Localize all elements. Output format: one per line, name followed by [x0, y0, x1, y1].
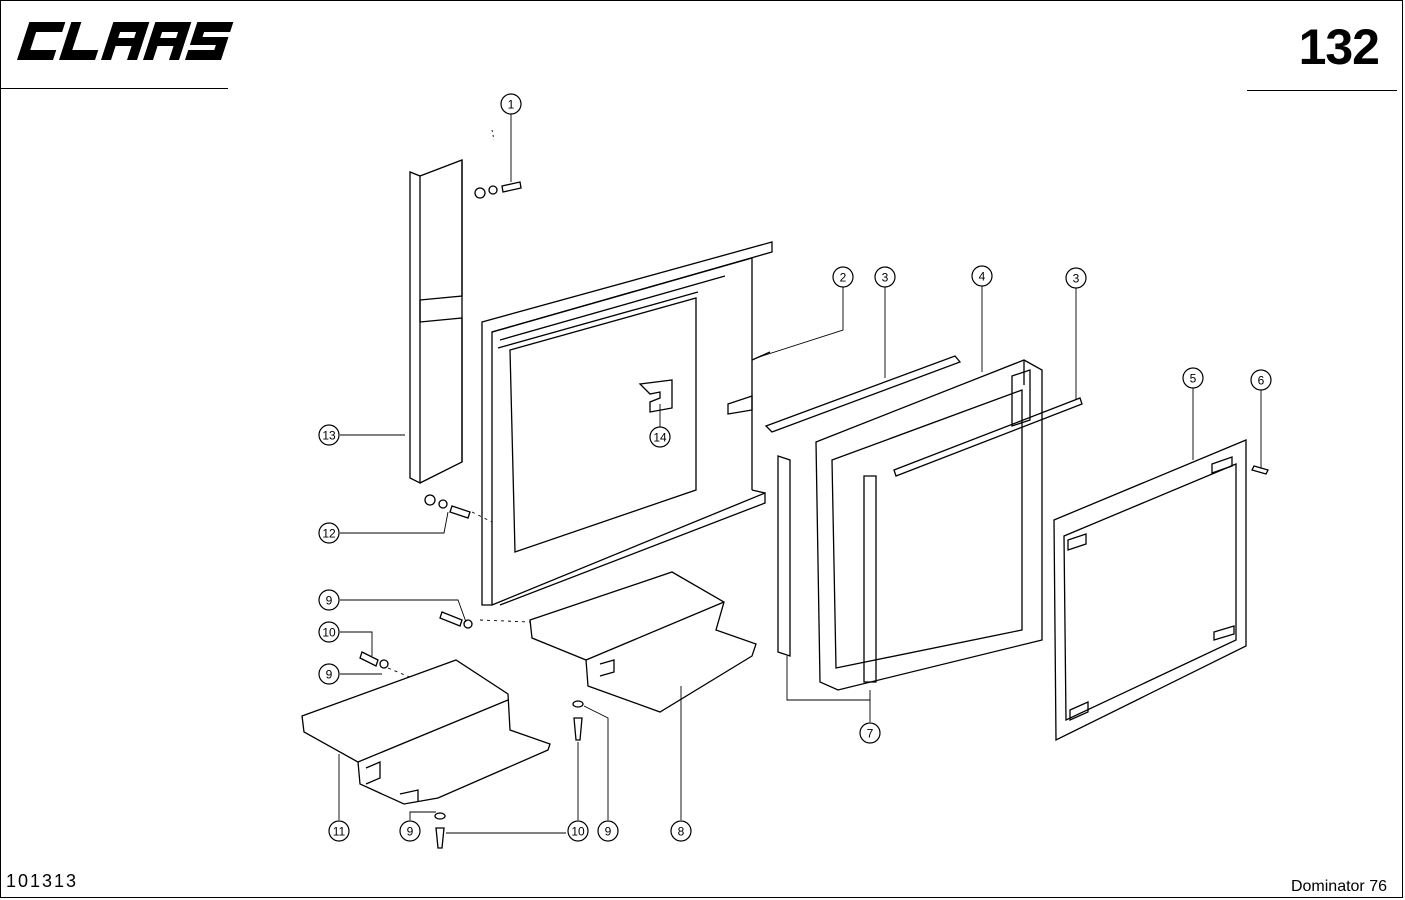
callout-9b: 9 — [318, 663, 340, 685]
callout-10b: 10 — [567, 820, 589, 842]
svg-text:8: 8 — [678, 825, 685, 839]
callout-13: 13 — [318, 424, 340, 446]
callout-9c: 9 — [399, 820, 421, 842]
part-4-frame — [815, 359, 1043, 691]
callout-4: 4 — [971, 265, 993, 287]
callout-2: 2 — [832, 266, 854, 288]
callout-11: 11 — [328, 820, 350, 842]
svg-text:9: 9 — [326, 668, 333, 682]
part-7-strips — [777, 455, 877, 683]
svg-text:13: 13 — [322, 429, 336, 443]
callout-5: 5 — [1182, 367, 1204, 389]
svg-text:10: 10 — [322, 626, 336, 640]
callout-6: 6 — [1250, 369, 1272, 391]
page-number: 132 — [1298, 19, 1380, 75]
part-6-screw — [1251, 465, 1269, 475]
svg-text:4: 4 — [979, 270, 986, 284]
part-5-gasket-frame — [1053, 439, 1247, 742]
document-number: 101313 — [6, 871, 79, 891]
part-3-strip-left — [764, 355, 962, 433]
svg-text:2: 2 — [840, 271, 847, 285]
callout-8: 8 — [670, 820, 692, 842]
callout-9a: 9 — [318, 589, 340, 611]
callout-3b: 3 — [1065, 267, 1087, 289]
part-11-floor-plate — [301, 659, 551, 805]
svg-text:12: 12 — [322, 527, 336, 541]
header-rule-left — [0, 88, 228, 89]
svg-text:14: 14 — [653, 431, 667, 445]
claas-logo-mark — [17, 22, 234, 60]
callout-3a: 3 — [874, 266, 896, 288]
svg-text:5: 5 — [1190, 372, 1197, 386]
part-1-bolt-set — [474, 181, 522, 199]
callout-9d: 9 — [597, 820, 619, 842]
callout-12: 12 — [318, 522, 340, 544]
part-13-vertical-channel — [409, 159, 463, 485]
callout-10a: 10 — [318, 621, 340, 643]
svg-text:10: 10 — [571, 825, 585, 839]
svg-text:7: 7 — [867, 727, 874, 741]
svg-text:9: 9 — [326, 594, 333, 608]
model-name: Dominator 76 — [1290, 878, 1387, 895]
svg-text:9: 9 — [605, 825, 612, 839]
part-8-floor-plate — [529, 571, 757, 713]
part-3-strip-right — [893, 397, 1083, 477]
svg-text:3: 3 — [1073, 272, 1080, 286]
callout-7: 7 — [859, 722, 881, 744]
svg-text:1: 1 — [508, 98, 515, 112]
claas-logo — [10, 20, 235, 67]
part-12-bolt-set — [424, 494, 471, 519]
header-rule-right — [1247, 90, 1397, 91]
bolts-9-10 — [359, 611, 584, 849]
callout-1: 1 — [500, 93, 522, 115]
main-side-panel — [481, 241, 773, 606]
svg-text:3: 3 — [882, 271, 889, 285]
svg-text:6: 6 — [1258, 374, 1265, 388]
callout-14: 14 — [649, 426, 671, 448]
svg-text:9: 9 — [407, 825, 414, 839]
svg-text:11: 11 — [333, 825, 346, 839]
